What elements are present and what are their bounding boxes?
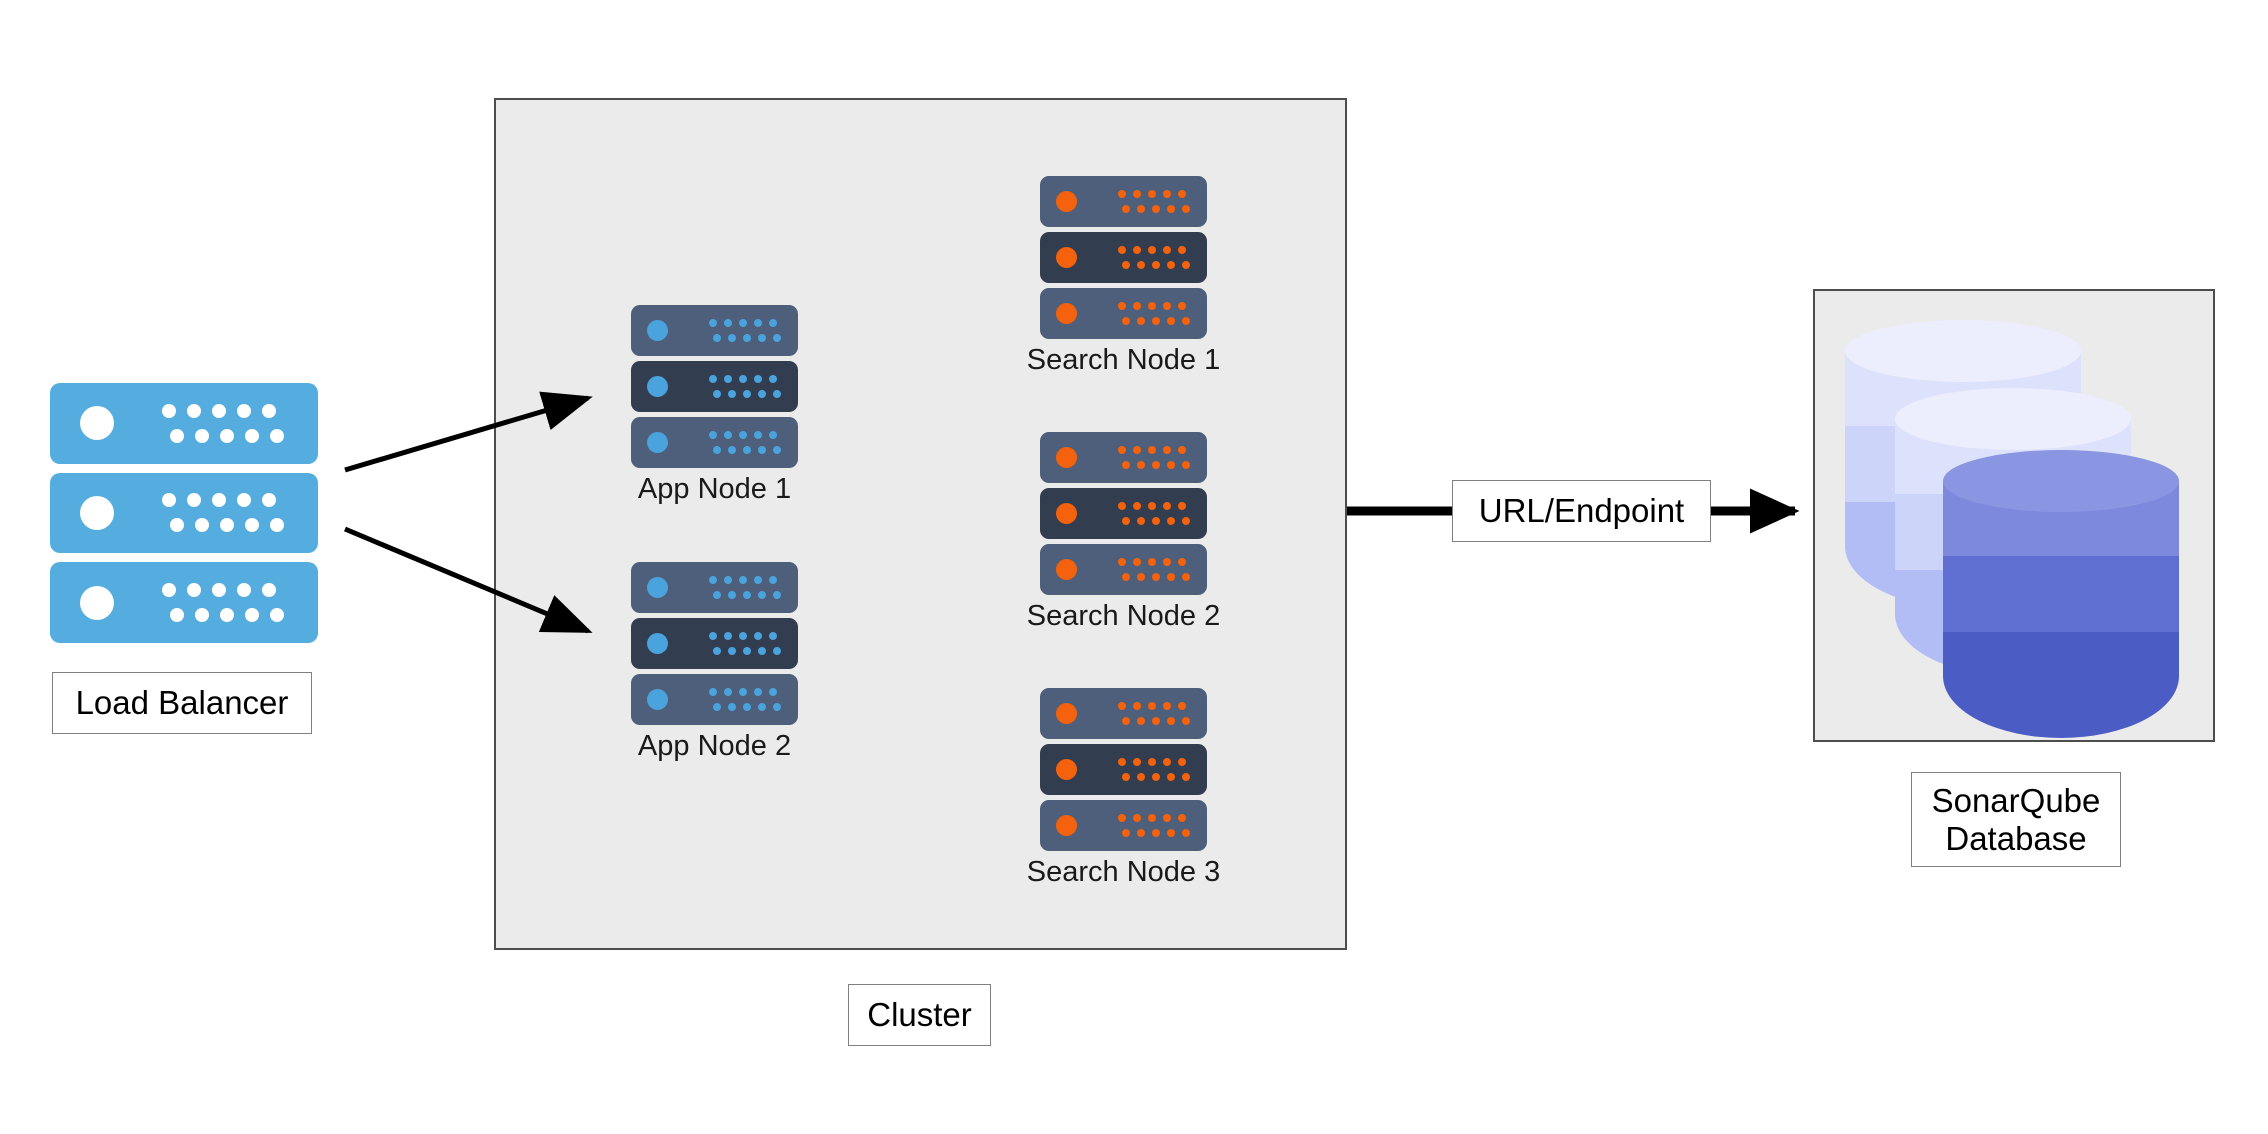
status-led-icon (647, 633, 668, 654)
database-cylinders-icon (1845, 320, 2185, 738)
rack-unit (1040, 744, 1207, 795)
rack-unit (631, 618, 798, 669)
status-led-icon (1056, 559, 1077, 580)
status-led-icon (1056, 759, 1077, 780)
app-node-1-server-icon (631, 305, 798, 468)
rack-unit (1040, 544, 1207, 595)
status-led-icon (1056, 247, 1077, 268)
rack-unit (1040, 488, 1207, 539)
status-led-icon (647, 689, 668, 710)
app-node-2-server-icon (631, 562, 798, 725)
vent-dots (708, 576, 781, 599)
vent-dots (708, 375, 781, 398)
status-led-icon (647, 577, 668, 598)
rack-unit (1040, 432, 1207, 483)
rack-unit (631, 361, 798, 412)
rack-unit (50, 472, 318, 554)
status-led-icon (80, 406, 114, 441)
url-endpoint-label: URL/Endpoint (1452, 480, 1711, 542)
status-led-icon (1056, 447, 1077, 468)
app-node-2-caption: App Node 2 (637, 730, 792, 762)
status-led-icon (1056, 191, 1077, 212)
vent-dots (162, 493, 284, 533)
rack-unit (631, 562, 798, 613)
vent-dots (1117, 190, 1190, 213)
search-node-1-caption: Search Node 1 (1026, 344, 1221, 376)
status-led-icon (80, 585, 114, 620)
search-node-3-server-icon (1040, 688, 1207, 851)
rack-unit (1040, 176, 1207, 227)
vent-dots (1117, 502, 1190, 525)
rack-unit (50, 383, 318, 464)
rack-unit (50, 562, 318, 643)
app-node-1-caption: App Node 1 (637, 473, 792, 505)
status-led-icon (1056, 815, 1077, 836)
status-led-icon (647, 320, 668, 341)
rack-unit (1040, 800, 1207, 851)
rack-unit (1040, 288, 1207, 339)
rack-unit (631, 417, 798, 468)
search-node-2-server-icon (1040, 432, 1207, 595)
vent-dots (708, 319, 781, 342)
vent-dots (708, 431, 781, 454)
cluster-label: Cluster (848, 984, 991, 1046)
vent-dots (1117, 758, 1190, 781)
vent-dots (1117, 558, 1190, 581)
database-cylinder (1943, 450, 2179, 738)
vent-dots (1117, 246, 1190, 269)
vent-dots (708, 632, 781, 655)
status-led-icon (647, 432, 668, 453)
status-led-icon (80, 495, 114, 530)
vent-dots (162, 403, 284, 443)
vent-dots (1117, 446, 1190, 469)
status-led-icon (1056, 703, 1077, 724)
status-led-icon (1056, 303, 1077, 324)
status-led-icon (647, 376, 668, 397)
rack-unit (1040, 232, 1207, 283)
sonarqube-database-label: SonarQube Database (1911, 772, 2121, 867)
search-node-3-caption: Search Node 3 (1026, 856, 1221, 888)
load-balancer-server-icon (50, 383, 318, 643)
vent-dots (162, 583, 284, 623)
vent-dots (1117, 302, 1190, 325)
search-node-1-server-icon (1040, 176, 1207, 339)
load-balancer-label: Load Balancer (52, 672, 312, 734)
vent-dots (708, 688, 781, 711)
rack-unit (1040, 688, 1207, 739)
rack-unit (631, 305, 798, 356)
vent-dots (1117, 702, 1190, 725)
search-node-2-caption: Search Node 2 (1026, 600, 1221, 632)
vent-dots (1117, 814, 1190, 837)
rack-unit (631, 674, 798, 725)
cluster-group-box (494, 98, 1347, 950)
status-led-icon (1056, 503, 1077, 524)
